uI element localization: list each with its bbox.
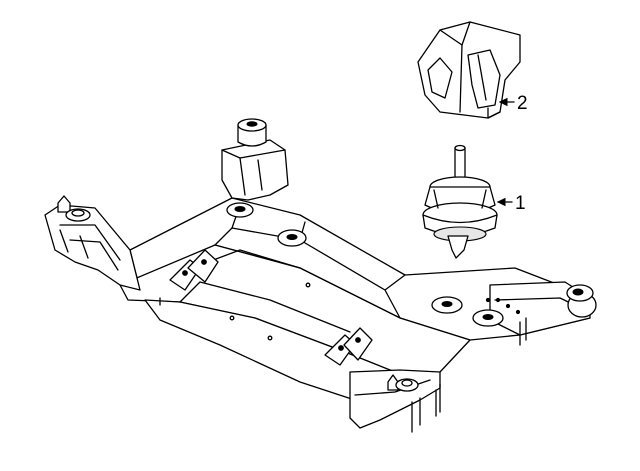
arrow-head-1 [496, 197, 506, 207]
callout-2: 2 [498, 93, 528, 114]
callout-1: 1 [496, 193, 526, 214]
callout-number-2: 2 [517, 93, 528, 114]
frame-mount-pads [226, 202, 504, 327]
engine-mount-part [422, 144, 498, 259]
mount-bracket-part [417, 21, 521, 119]
frame-brackets [169, 249, 373, 366]
arrow-head-2 [498, 97, 508, 107]
callout-number-1: 1 [515, 193, 526, 214]
left-upright-mount [221, 118, 289, 201]
engine-cradle-crossmember [44, 195, 597, 433]
